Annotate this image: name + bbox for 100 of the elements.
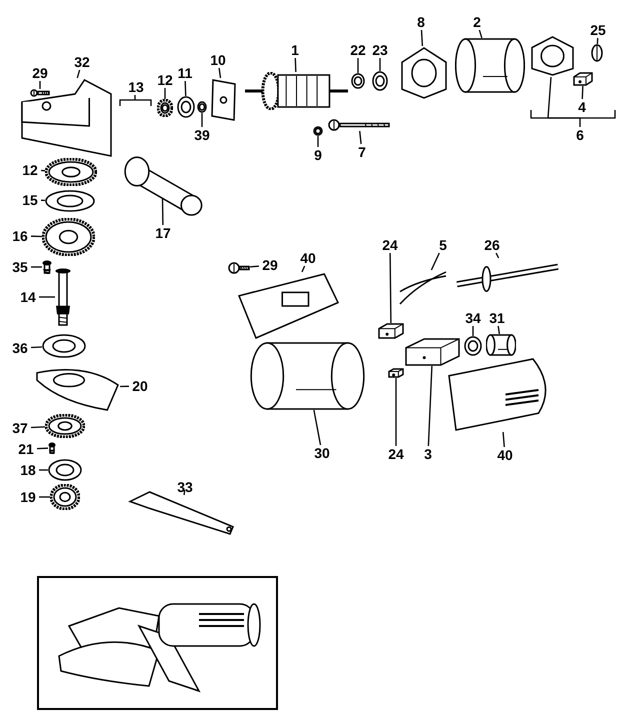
callout-number: 13 <box>127 79 145 95</box>
leader-line <box>478 30 482 38</box>
leader-line <box>395 378 397 446</box>
callout-number: 5 <box>436 237 450 253</box>
screw-drawing <box>42 260 52 274</box>
leader-line <box>250 265 260 268</box>
armature-drawing <box>245 72 348 110</box>
leader-line <box>39 496 50 498</box>
leader-line <box>582 86 584 100</box>
leader-line <box>39 296 55 298</box>
leader-line <box>596 38 598 44</box>
leader-line <box>317 136 319 147</box>
leader-line <box>428 366 433 446</box>
leader-line <box>40 200 46 202</box>
callout-number: 11 <box>174 65 196 81</box>
flange-drawing <box>48 459 82 481</box>
callout-number: 33 <box>174 479 196 495</box>
bevel-gear-drawing <box>45 158 97 186</box>
nut-drawing <box>313 126 323 136</box>
callout-number: 1 <box>288 42 302 58</box>
leader-line <box>389 253 392 323</box>
callout-number: 16 <box>9 228 31 244</box>
strain-relief-drawing <box>486 334 516 356</box>
ring-drawing <box>372 71 388 91</box>
callout-number: 35 <box>9 259 31 275</box>
leader-line <box>76 70 80 78</box>
callout-number: 20 <box>129 378 151 394</box>
callout-number: 15 <box>19 192 41 208</box>
leader-line <box>420 30 424 46</box>
terminal-drawing <box>388 368 404 378</box>
screw-drawing <box>30 89 50 97</box>
callout-number: 6 <box>573 127 587 143</box>
callout-number: 39 <box>191 127 213 143</box>
callout-number: 40 <box>297 250 319 266</box>
field-stator-drawing <box>455 38 525 93</box>
spindle-drawing <box>55 268 71 326</box>
callout-number: 34 <box>462 310 484 326</box>
leader-line <box>39 469 48 471</box>
terminal-drawing <box>378 323 404 339</box>
callout-number: 26 <box>481 237 503 253</box>
leader-line <box>120 386 130 388</box>
screw-drawing <box>48 442 56 454</box>
screw-drawing <box>228 262 250 274</box>
leader-line <box>40 170 46 172</box>
wire-drawing <box>398 270 448 306</box>
callout-number: 40 <box>494 447 516 463</box>
callout-number: 29 <box>259 257 281 273</box>
callout-number: 8 <box>414 14 428 30</box>
motor-housing-drawing <box>250 342 365 410</box>
leader-line <box>30 346 42 348</box>
bearing-drawing <box>351 73 365 89</box>
nut-drawing <box>50 484 80 510</box>
leader-line <box>472 326 474 336</box>
leader-line <box>313 410 322 446</box>
bolt-drawing <box>328 119 390 131</box>
callout-number: 36 <box>9 340 31 356</box>
flange-drawing <box>45 414 85 438</box>
callout-number: 2 <box>470 14 484 30</box>
carbon-brush-drawing <box>573 72 593 86</box>
switch-drawing <box>405 338 460 366</box>
callout-number: 10 <box>207 52 229 68</box>
callout-number: 12 <box>154 72 176 88</box>
callout-number: 31 <box>486 310 508 326</box>
washer-drawing <box>197 101 207 113</box>
callout-number: 9 <box>311 147 325 163</box>
spring-clip-drawing <box>591 44 603 62</box>
callout-number: 19 <box>17 489 39 505</box>
leader-line <box>379 58 381 71</box>
callout-number: 22 <box>347 42 369 58</box>
leader-line <box>30 236 42 238</box>
callout-number: 7 <box>355 144 369 160</box>
plate-drawing <box>210 78 237 122</box>
brush-holder-drawing <box>530 35 575 77</box>
leader-line <box>498 326 500 334</box>
brush-ring-drawing <box>400 46 448 100</box>
leader-line <box>183 490 186 496</box>
bearing-drawing <box>177 96 195 118</box>
leader-line <box>164 88 166 99</box>
bearing-plate-drawing <box>42 218 95 256</box>
leader-line <box>36 448 48 450</box>
leader-line <box>201 113 203 127</box>
callout-number: 37 <box>9 420 31 436</box>
leader-line <box>547 76 581 127</box>
callout-number: 3 <box>421 446 435 462</box>
callout-number: 30 <box>311 445 333 461</box>
callout-number: 12 <box>19 162 41 178</box>
housing-half-drawing <box>235 272 340 340</box>
leader-line <box>39 81 41 89</box>
leader-line <box>502 432 505 448</box>
callout-number: 24 <box>379 237 401 253</box>
leader-line <box>30 426 46 428</box>
washer-drawing <box>45 190 95 212</box>
callout-number: 29 <box>29 65 51 81</box>
callout-number: 32 <box>71 54 93 70</box>
leader-line <box>294 58 296 72</box>
callout-number: 17 <box>152 225 174 241</box>
grommet-drawing <box>464 336 482 356</box>
callout-number: 21 <box>15 441 37 457</box>
leader-line <box>218 68 222 78</box>
pinion-drawing <box>157 99 173 117</box>
